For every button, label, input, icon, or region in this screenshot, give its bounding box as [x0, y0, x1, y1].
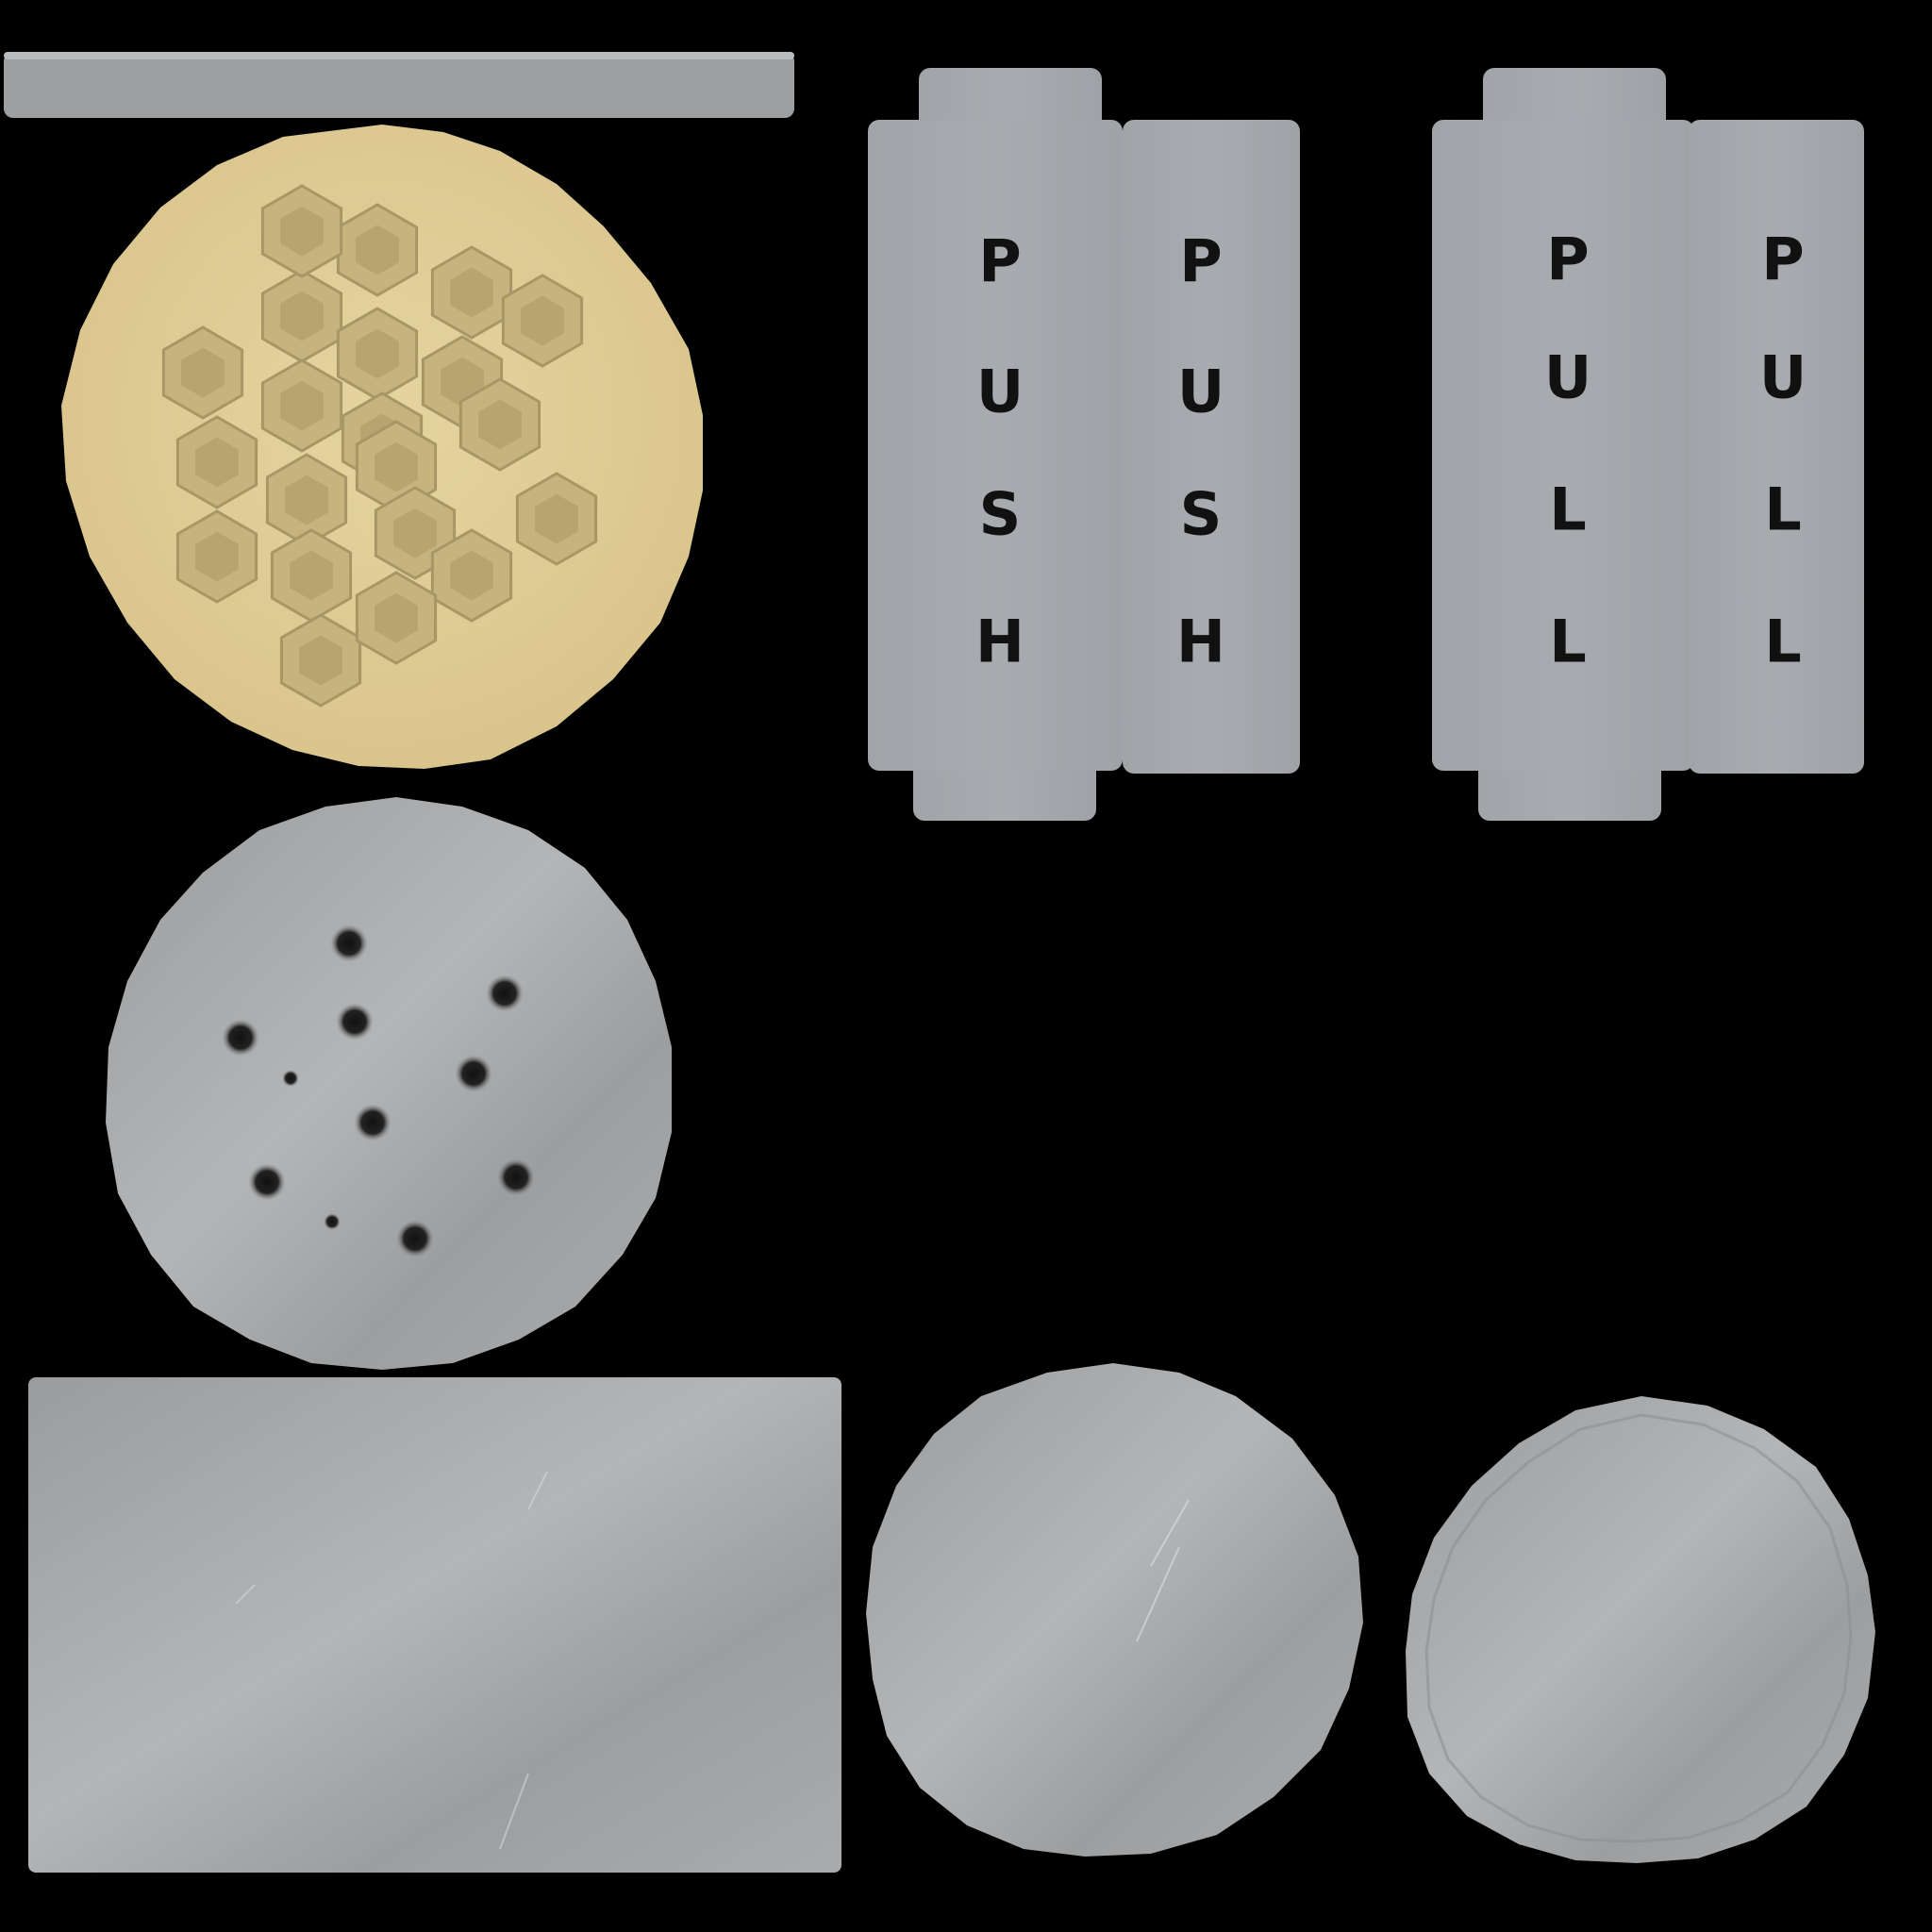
push-stencil-letter: H: [1176, 608, 1225, 676]
push-stencil-letter: S: [1180, 480, 1223, 549]
honeycomb-cell-bottom: [280, 206, 324, 257]
pull-stencil-letter: L: [1764, 475, 1802, 544]
honeycomb-cell-bottom: [280, 291, 324, 341]
pull-panel-right: [1689, 120, 1864, 774]
push-tab-top: [919, 68, 1102, 134]
push-tab-bottom: [913, 755, 1096, 821]
push-panel-right: [1123, 120, 1300, 774]
push-stencil-letter: U: [976, 358, 1024, 426]
disc-hole: [248, 1163, 286, 1201]
disc-left-scratches: [1136, 1499, 1190, 1642]
honeycomb-cell-bottom: [299, 635, 342, 686]
honeycomb-cell-bottom: [280, 380, 324, 431]
pull-stencil-letter: P: [1761, 225, 1804, 294]
pull-tab-top: [1483, 68, 1666, 134]
pull-stencil-letter: U: [1759, 343, 1807, 412]
pull-tab-bottom: [1478, 755, 1661, 821]
honeycomb-cell-bottom: [181, 347, 225, 398]
pull-stencil-letter: L: [1764, 608, 1802, 676]
disc-hole: [486, 974, 524, 1012]
perforated-metal-disc: [106, 797, 672, 1370]
honeycomb-cell-bottom: [393, 508, 437, 558]
pull-stencil-letter: P: [1546, 225, 1589, 294]
pull-panel-left: [1432, 120, 1694, 771]
disc-hole: [222, 1019, 259, 1057]
pull-stencil-letter: L: [1549, 608, 1587, 676]
metal-strip: [4, 52, 794, 118]
push-stencil-letter: U: [1177, 358, 1224, 426]
cardboard-insert: [61, 125, 703, 769]
disc-hole: [324, 1213, 341, 1230]
disc-hole: [330, 924, 368, 962]
disc-hole: [396, 1220, 434, 1257]
push-stencil-letter: P: [1179, 227, 1222, 296]
push-panel-left: [868, 120, 1123, 771]
honeycomb-cell-bottom: [521, 295, 564, 346]
push-stencil-letter: H: [975, 608, 1024, 676]
honeycomb-cell-bottom: [356, 225, 399, 275]
metal-disc-right: [1406, 1396, 1875, 1863]
disc-hole: [354, 1104, 391, 1141]
honeycomb-cell-bottom: [478, 399, 522, 450]
push-stencil-letter: P: [978, 227, 1021, 296]
perforated-disc: [106, 797, 672, 1370]
honeycomb-cell-bottom: [375, 592, 418, 643]
honeycomb-cell-bottom: [195, 437, 239, 488]
honeycomb-cell-bottom: [356, 328, 399, 379]
metal-disc-right-inner: [1424, 1413, 1853, 1843]
pull-stencil-letter: U: [1544, 343, 1591, 412]
metal-plate: [28, 1377, 841, 1873]
metal-disc-left: [866, 1363, 1363, 1857]
honeycomb-cell-bottom: [535, 493, 578, 544]
metal-strip-edge: [4, 52, 794, 59]
disc-holes: [222, 924, 535, 1257]
pull-stencil-letter: L: [1549, 475, 1587, 544]
honeycomb-cells: [161, 184, 598, 708]
disc-hole: [282, 1070, 299, 1087]
push-stencil-letter: S: [979, 480, 1022, 549]
honeycomb-cell-bottom: [195, 531, 239, 582]
honeycomb-cell-bottom: [375, 441, 418, 492]
plate-scratches: [235, 1471, 548, 1850]
disc-hole: [336, 1003, 374, 1041]
disc-hole: [455, 1055, 492, 1092]
honeycomb-cell-bottom: [290, 550, 333, 601]
honeycomb-cell-bottom: [285, 475, 328, 525]
honeycomb-cell-bottom: [450, 267, 493, 318]
honeycomb-cell-bottom: [450, 550, 493, 601]
disc-hole: [497, 1158, 535, 1196]
